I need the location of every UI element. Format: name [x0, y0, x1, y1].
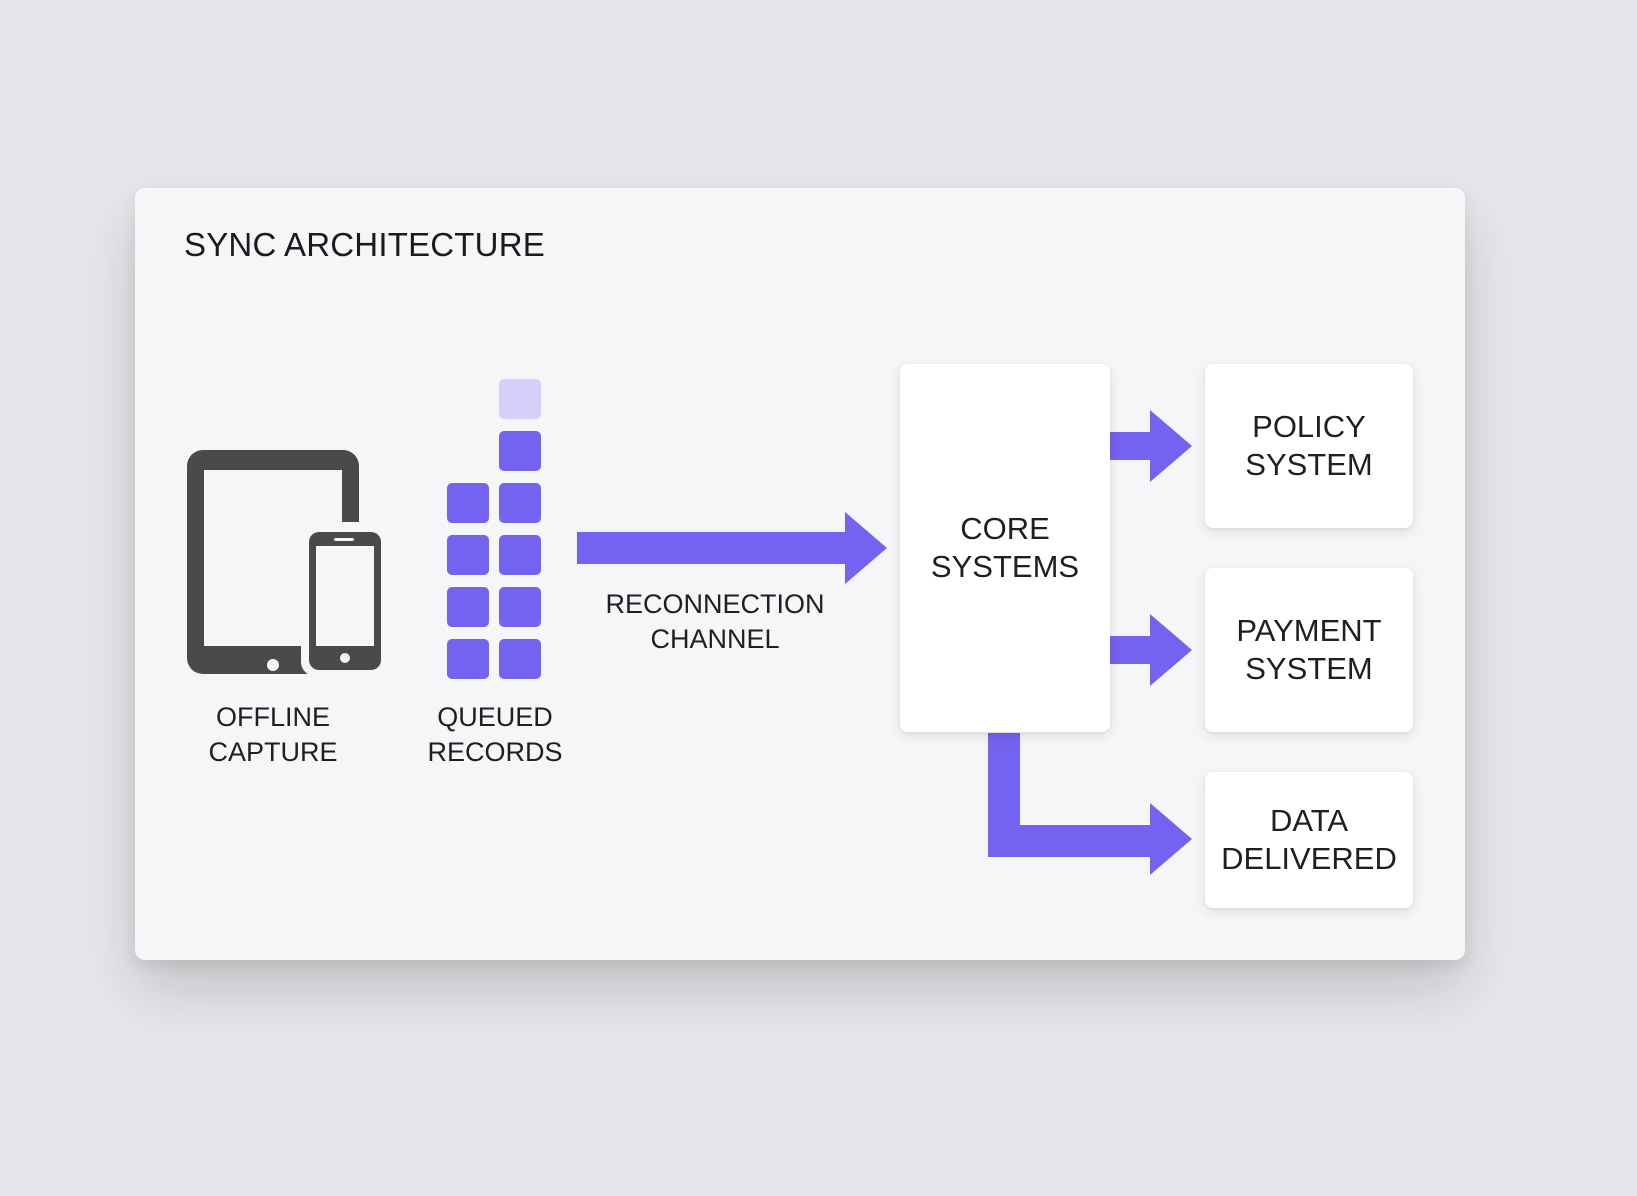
architecture-card: SYNC ARCHITECTURE [135, 188, 1465, 960]
policy-system-label: POLICY SYSTEM [1245, 409, 1373, 482]
queue-block [499, 483, 541, 523]
core-systems-label: CORE SYSTEMS [930, 511, 1080, 584]
payment-system-label: PAYMENT SYSTEM [1236, 613, 1382, 686]
arrow-to-data-delivered [988, 733, 1192, 875]
queue-block [447, 639, 489, 679]
data-delivered-label: DATA DELIVERED [1221, 803, 1397, 876]
queue-block [499, 587, 541, 627]
offline-capture-label: OFFLINE CAPTURE [208, 702, 338, 767]
queue-block [447, 587, 489, 627]
policy-system-box: POLICY SYSTEM [1205, 364, 1413, 528]
queued-records-label: QUEUED RECORDS [427, 702, 563, 767]
tablet-and-phone-icon [187, 450, 387, 676]
arrow-to-payment [1110, 614, 1192, 686]
stacked-blocks-icon [447, 379, 541, 679]
arrow-to-policy [1110, 410, 1192, 482]
queue-block [499, 639, 541, 679]
reconnection-arrow [577, 512, 887, 584]
data-delivered-box: DATA DELIVERED [1205, 772, 1413, 908]
queue-block [447, 483, 489, 523]
core-systems-box: CORE SYSTEMS [900, 364, 1110, 732]
diagram-title: SYNC ARCHITECTURE [184, 226, 545, 263]
diagram-canvas [187, 379, 1192, 875]
queue-block [499, 535, 541, 575]
queue-block [499, 431, 541, 471]
payment-system-box: PAYMENT SYSTEM [1205, 568, 1413, 732]
queue-block [499, 379, 541, 419]
reconnection-channel-label: RECONNECTION CHANNEL [605, 589, 825, 654]
queue-block [447, 535, 489, 575]
